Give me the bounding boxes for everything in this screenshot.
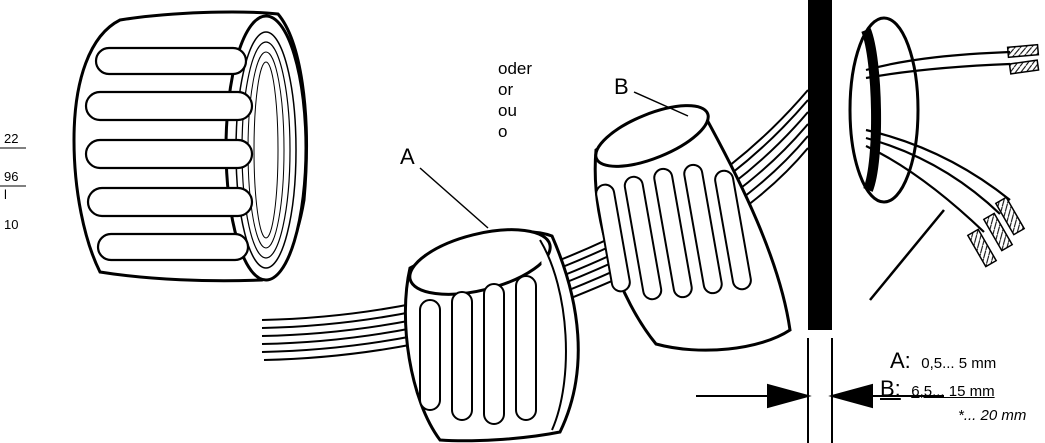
wall-inset [848,16,1040,301]
panel-wall [808,0,832,330]
spec-a-key: A: [890,348,911,373]
or-word-en: or [498,80,514,99]
left-fragment-1: 22 [4,131,19,146]
spec-b-value: 6,5... 15 mm [911,383,995,400]
nut-b [593,104,792,352]
callout-leaders [419,91,689,229]
or-word-de: oder [498,59,533,78]
spec-note: *... 20 mm [958,407,1027,424]
or-word-stack: oder or ou o [498,58,532,142]
left-fragment-2: 96 [4,169,19,184]
left-fragment-4: 10 [4,217,19,232]
left-fragment-3: l [4,187,7,202]
callout-a-label: A [400,144,415,169]
left-fragment-rules [0,147,26,187]
or-word-it: o [498,122,508,141]
wall-thickness-dimension [696,338,944,443]
threaded-nut-large [72,10,308,283]
spec-a-row: A: 0,5... 5 mm [890,348,996,374]
nut-a [403,228,580,443]
or-word-fr: ou [498,101,517,120]
spec-b-row: B: 6,5... 15 mm [880,376,995,402]
spec-a-value: 0,5... 5 mm [921,355,997,372]
spec-b-key: B: [880,376,901,401]
callout-b-label: B [614,74,629,99]
